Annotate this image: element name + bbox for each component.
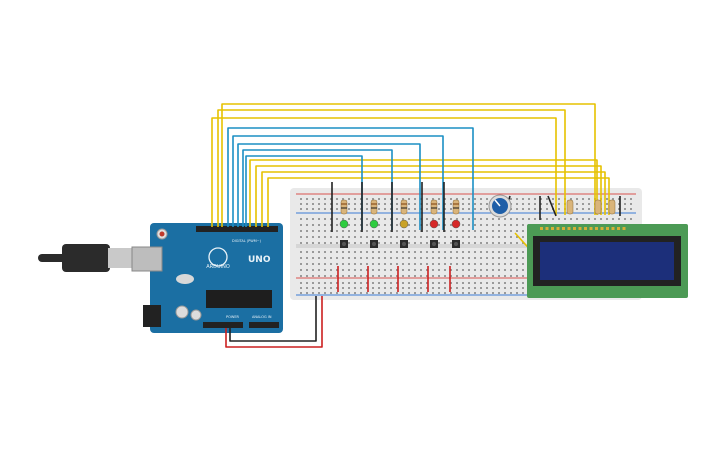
resistor-lcd-2 (594, 199, 602, 215)
wire-blue-2 (232, 135, 444, 230)
lcd-pin (578, 227, 582, 230)
lcd-pin (556, 227, 560, 230)
usb-cord (38, 254, 68, 262)
led-red-2 (451, 219, 461, 229)
lcd-pin (611, 227, 615, 230)
resistor-1 (340, 199, 348, 215)
potentiometer-pointer (494, 199, 501, 207)
arduino-digital-label: DIGITAL (PWM~) (232, 239, 262, 243)
arduino-capacitor-2 (190, 309, 202, 321)
lcd-pin (622, 227, 626, 230)
lcd-pin (600, 227, 604, 230)
arduino-power-label: POWER (226, 315, 240, 319)
wire-yellow-2 (217, 109, 566, 227)
led-green-1 (339, 219, 349, 229)
arduino-digital-header (196, 226, 278, 232)
led-red-1 (429, 219, 439, 229)
breadboard-center-channel (296, 244, 636, 248)
wire-yellow-7 (267, 177, 610, 227)
arduino-power-jack (143, 305, 161, 327)
lcd-16x2 (527, 224, 688, 298)
breadboard-components (331, 182, 621, 292)
pushbutton-cap (372, 242, 376, 246)
lcd-pin (589, 227, 593, 230)
lcd-pins (540, 227, 626, 230)
resistor-2 (370, 199, 378, 215)
pushbutton-cap (402, 242, 406, 246)
led-yellow (399, 219, 409, 229)
wires-power (225, 296, 323, 348)
lcd-pin (551, 227, 554, 230)
arduino-analog-label: ANALOG IN (252, 315, 272, 319)
wire-blue-1 (227, 127, 474, 230)
arduino-logo-icon (208, 247, 228, 267)
arduino-brand-text: ARDUINO (206, 264, 230, 270)
pushbutton-cap (454, 242, 458, 246)
arduino-capacitor-1 (175, 305, 189, 319)
wire-yellow-6 (261, 171, 606, 227)
pushbutton-cap (432, 242, 436, 246)
wire-black-lcd-2 (547, 195, 557, 217)
wires-yellow (211, 103, 610, 256)
resistor-4 (430, 199, 438, 215)
arduino-crystal (176, 274, 194, 284)
resistor-3 (400, 199, 408, 215)
potentiometer (488, 194, 512, 218)
usb-plug (108, 248, 134, 268)
resistor-5 (452, 199, 460, 215)
lcd-pin (545, 227, 549, 230)
usb-cable (38, 244, 134, 272)
lcd-pin (567, 227, 571, 230)
wire-yellow-4 (249, 159, 598, 227)
lcd-pin (540, 227, 543, 230)
resistor-lcd-1 (566, 199, 574, 215)
lcd-screen (540, 242, 674, 280)
wire-red-5v (225, 296, 323, 348)
lcd-pin (595, 227, 598, 230)
arduino-model-text: UNO (248, 255, 271, 265)
pushbutton-cap (342, 242, 346, 246)
arduino-reset-cap (159, 231, 165, 237)
lcd-pin (617, 227, 620, 230)
arduino-uno-board: ARDUINO UNO DIGITAL (PWM~) POWER ANALOG … (131, 223, 283, 333)
lcd-pin (606, 227, 609, 230)
led-green-2 (369, 219, 379, 229)
arduino-power-header (203, 322, 243, 328)
wire-black-gnd (229, 296, 317, 342)
resistor-lcd-3 (608, 199, 616, 215)
lcd-pin (584, 227, 587, 230)
lcd-pin (573, 227, 576, 230)
arduino-usb-port (131, 246, 163, 272)
arduino-analog-header (249, 322, 279, 328)
usb-connector-body (62, 244, 110, 272)
arduino-atmega-chip (206, 290, 272, 308)
wire-blue-3 (237, 143, 421, 230)
wire-yellow-5 (255, 165, 602, 227)
lcd-pin (562, 227, 565, 230)
